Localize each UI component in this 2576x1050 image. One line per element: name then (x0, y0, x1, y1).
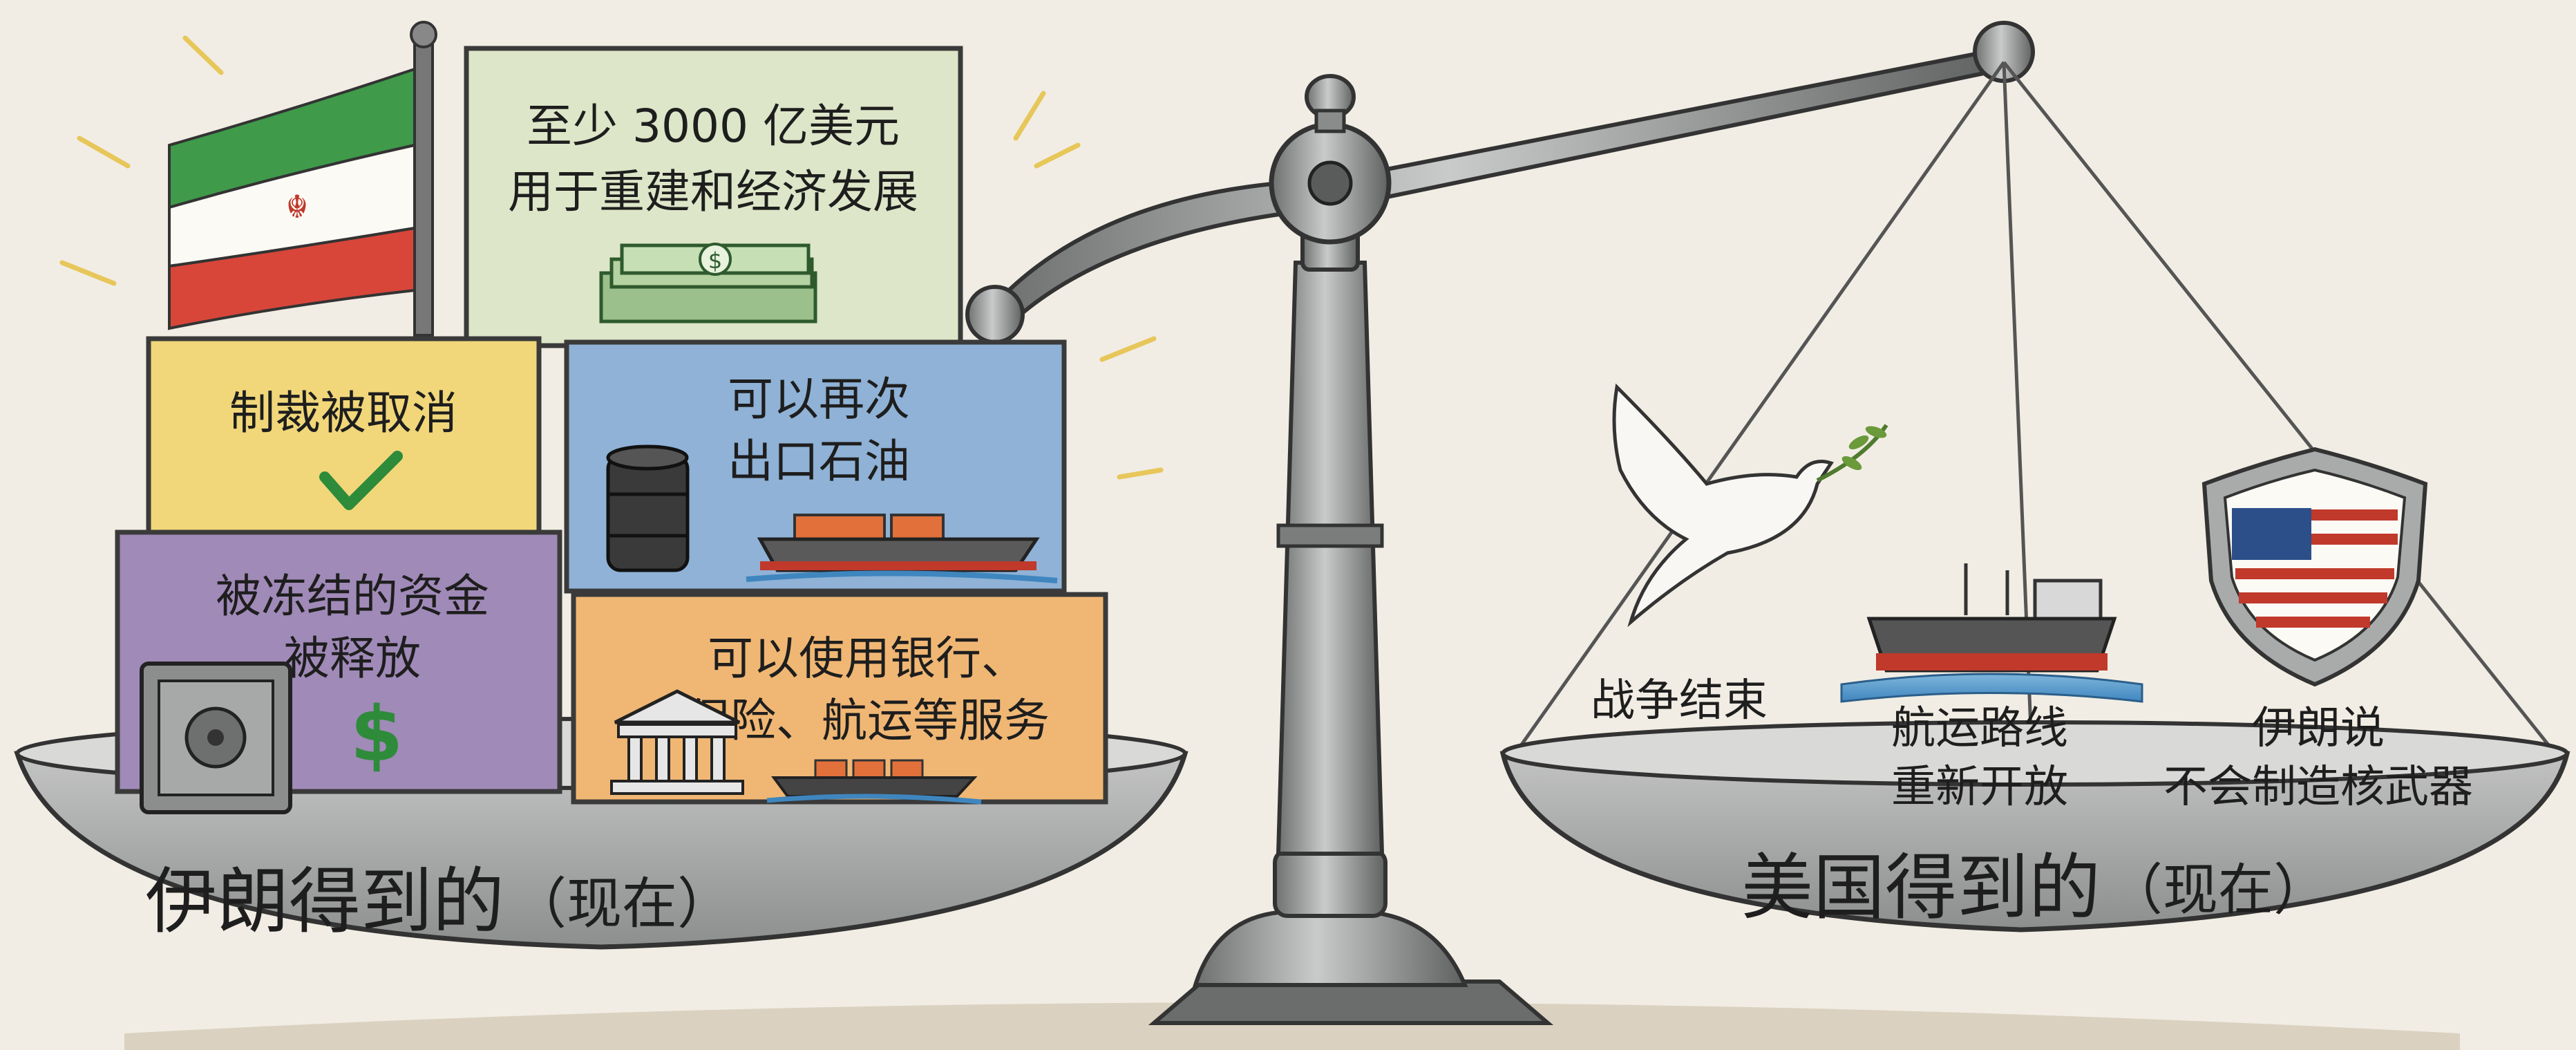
iran-emblem-icon: ☬ (286, 188, 309, 225)
funds-line2: 被释放 (284, 632, 421, 685)
left-pan-label: 伊朗得到的 (145, 859, 504, 944)
shipping-line2: 重新开放 (1891, 762, 2068, 813)
sparkle-lines (59, 35, 1164, 480)
tanker-ship-icon (746, 514, 1058, 583)
reconstruction-line2: 用于重建和经济发展 (508, 165, 918, 218)
iran-flag: ☬ (168, 21, 437, 337)
scale-beam (965, 21, 2035, 344)
reconstruction-line1: 至少 3000 亿美元 (527, 100, 900, 153)
services-line1: 可以使用银行、 (708, 632, 1027, 685)
sanctions-line1: 制裁被取消 (229, 386, 457, 440)
right-pan-label: 美国得到的 (1741, 845, 2101, 930)
safe-icon (140, 662, 292, 814)
bank-icon (610, 689, 744, 795)
right-pan-note: （现在） (2108, 858, 2329, 922)
ship-icon (1840, 563, 2143, 703)
services-box: 可以使用银行、 保险、航运等服务 (571, 592, 1108, 805)
us-shield-icon (2201, 447, 2428, 687)
reconstruction-box: 至少 3000 亿美元 用于重建和经济发展 $ (464, 46, 963, 348)
shipping-line1: 航运路线 (1891, 703, 2068, 754)
ground (124, 1002, 2460, 1050)
oil-barrel-icon (606, 444, 690, 572)
left-pan-note: （现在） (511, 872, 732, 936)
right-pan (1499, 720, 2570, 932)
war-end-label: 战争结束 (1591, 675, 1768, 726)
dollar-icon: $ (350, 690, 404, 778)
nuclear-line2: 不会制造核武器 (2163, 762, 2473, 813)
cash-stack-icon: $ (599, 243, 817, 324)
dove-icon (1612, 383, 1888, 628)
oil-box: 可以再次 出口石油 (564, 339, 1067, 594)
cargo-ship-icon (766, 759, 982, 805)
oil-line1: 可以再次 (728, 373, 910, 426)
funds-line1: 被冻结的资金 (216, 570, 489, 623)
oil-line2: 出口石油 (728, 435, 910, 488)
checkmark-icon (319, 451, 403, 510)
services-line2: 保险、航运等服务 (685, 694, 1050, 747)
scale-stand (1148, 226, 1554, 1025)
svg-text:$: $ (708, 247, 722, 274)
funds-box: 被冻结的资金 被释放 $ (115, 529, 562, 814)
nuclear-line1: 伊朗说 (2252, 703, 2385, 754)
sanctions-box: 制裁被取消 (146, 336, 542, 542)
